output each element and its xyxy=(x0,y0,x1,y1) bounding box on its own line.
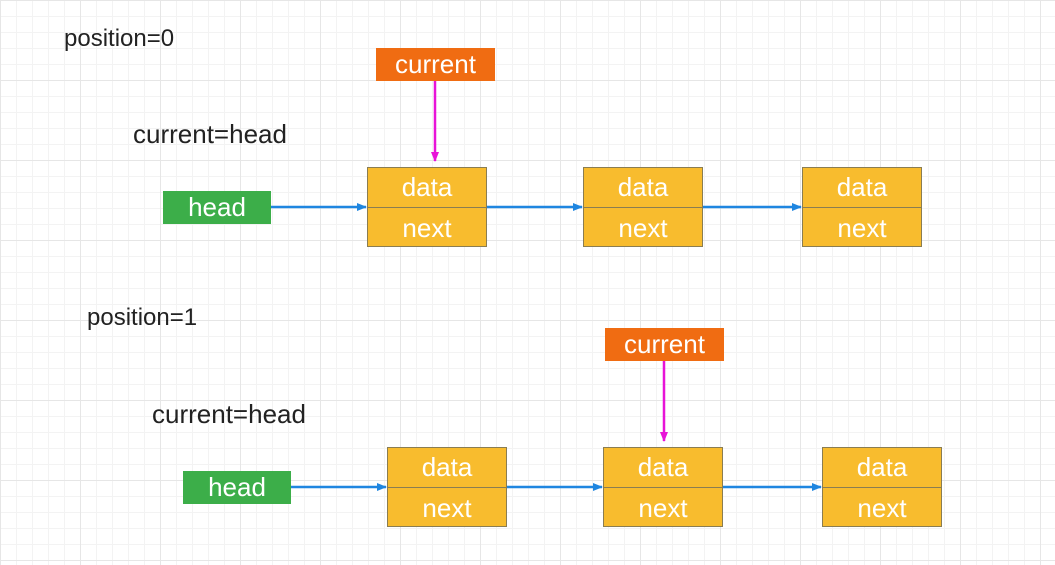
node-data-field: data xyxy=(584,168,702,208)
current-pointer-label: current xyxy=(605,328,724,361)
node-next-field: next xyxy=(618,212,668,243)
current-pointer-label: current xyxy=(376,48,495,81)
node-next-field: next xyxy=(638,492,688,523)
list-node: data next xyxy=(387,447,507,527)
node-data-field: data xyxy=(604,448,722,488)
node-data-field: data xyxy=(388,448,506,488)
node-next-field: next xyxy=(402,212,452,243)
list-node: data next xyxy=(583,167,703,247)
list-node: data next xyxy=(367,167,487,247)
position-label: position=1 xyxy=(87,304,198,331)
list-node: data next xyxy=(822,447,942,527)
head-pointer-label: head xyxy=(183,471,291,504)
node-data-field: data xyxy=(823,448,941,488)
position-label: position=0 xyxy=(64,25,175,52)
assignment-label: current=head xyxy=(133,119,287,149)
assignment-label: current=head xyxy=(152,399,306,429)
node-data-field: data xyxy=(368,168,486,208)
list-node: data next xyxy=(802,167,922,247)
node-next-field: next xyxy=(837,212,887,243)
node-next-field: next xyxy=(422,492,472,523)
node-data-field: data xyxy=(803,168,921,208)
list-node: data next xyxy=(603,447,723,527)
head-pointer-label: head xyxy=(163,191,271,224)
node-next-field: next xyxy=(857,492,907,523)
